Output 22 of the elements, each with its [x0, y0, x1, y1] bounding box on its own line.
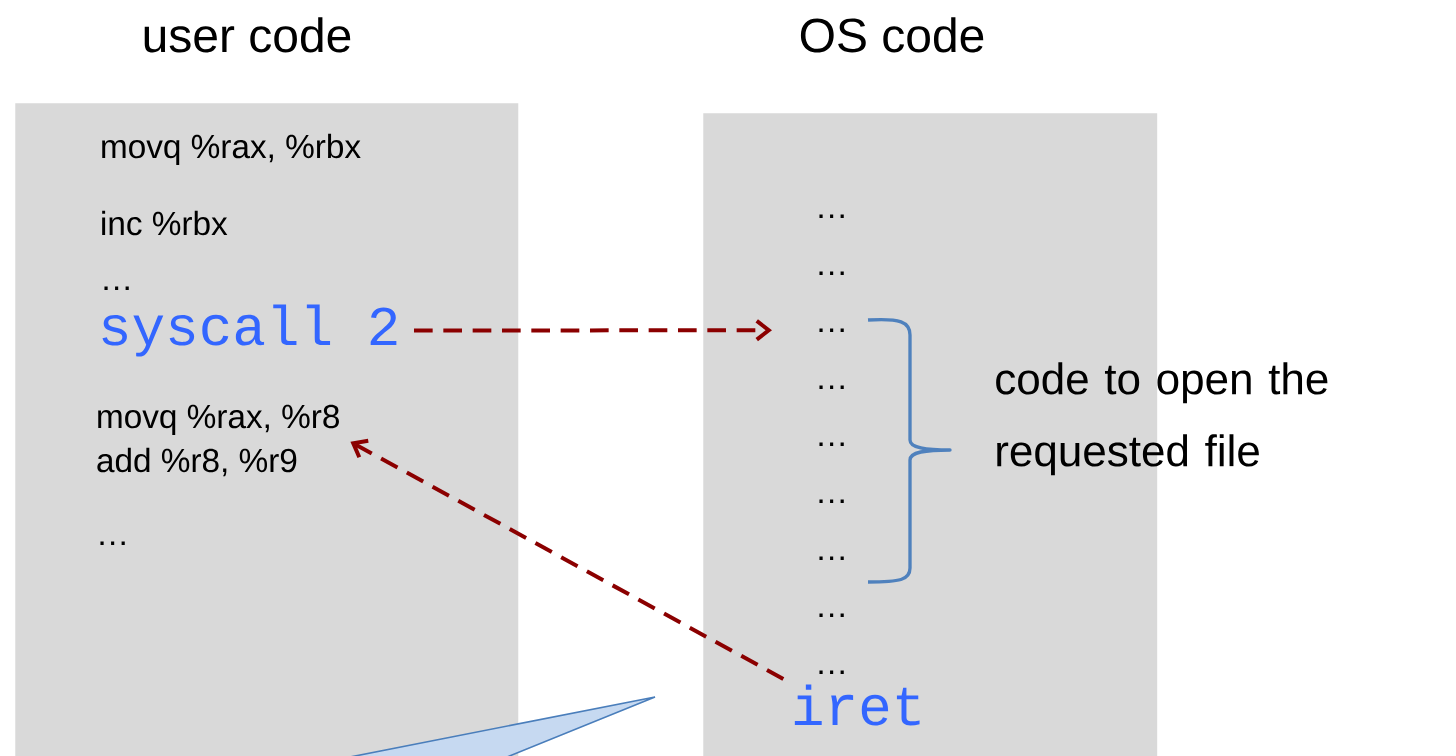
code-line: … — [819, 214, 844, 218]
code-line: movq %rax, %r8 — [98, 404, 339, 435]
instruction-text: iret — [794, 684, 920, 726]
code-line: … — [819, 442, 844, 446]
code-line: … — [819, 271, 844, 275]
node-label: user code — [144, 17, 351, 53]
code-line: movq %rax, %rbx — [102, 133, 361, 165]
code-line: … — [819, 613, 844, 617]
code-line: … — [104, 286, 129, 290]
code-line: … — [819, 328, 844, 332]
code-line: … — [819, 385, 844, 389]
code-line: … — [100, 541, 125, 545]
code-line: add %r8, %r9 — [97, 447, 297, 477]
code-line: inc %rbx — [102, 210, 228, 236]
annotation-text: code to open the requested file — [996, 362, 1328, 476]
node-label: OS code — [800, 17, 984, 53]
code-line: … — [819, 670, 844, 674]
code-line: … — [819, 556, 844, 560]
code-line: … — [819, 499, 844, 503]
arrow — [350, 438, 785, 681]
arrow — [414, 319, 772, 342]
instruction-text: syscall 2 — [102, 304, 397, 357]
